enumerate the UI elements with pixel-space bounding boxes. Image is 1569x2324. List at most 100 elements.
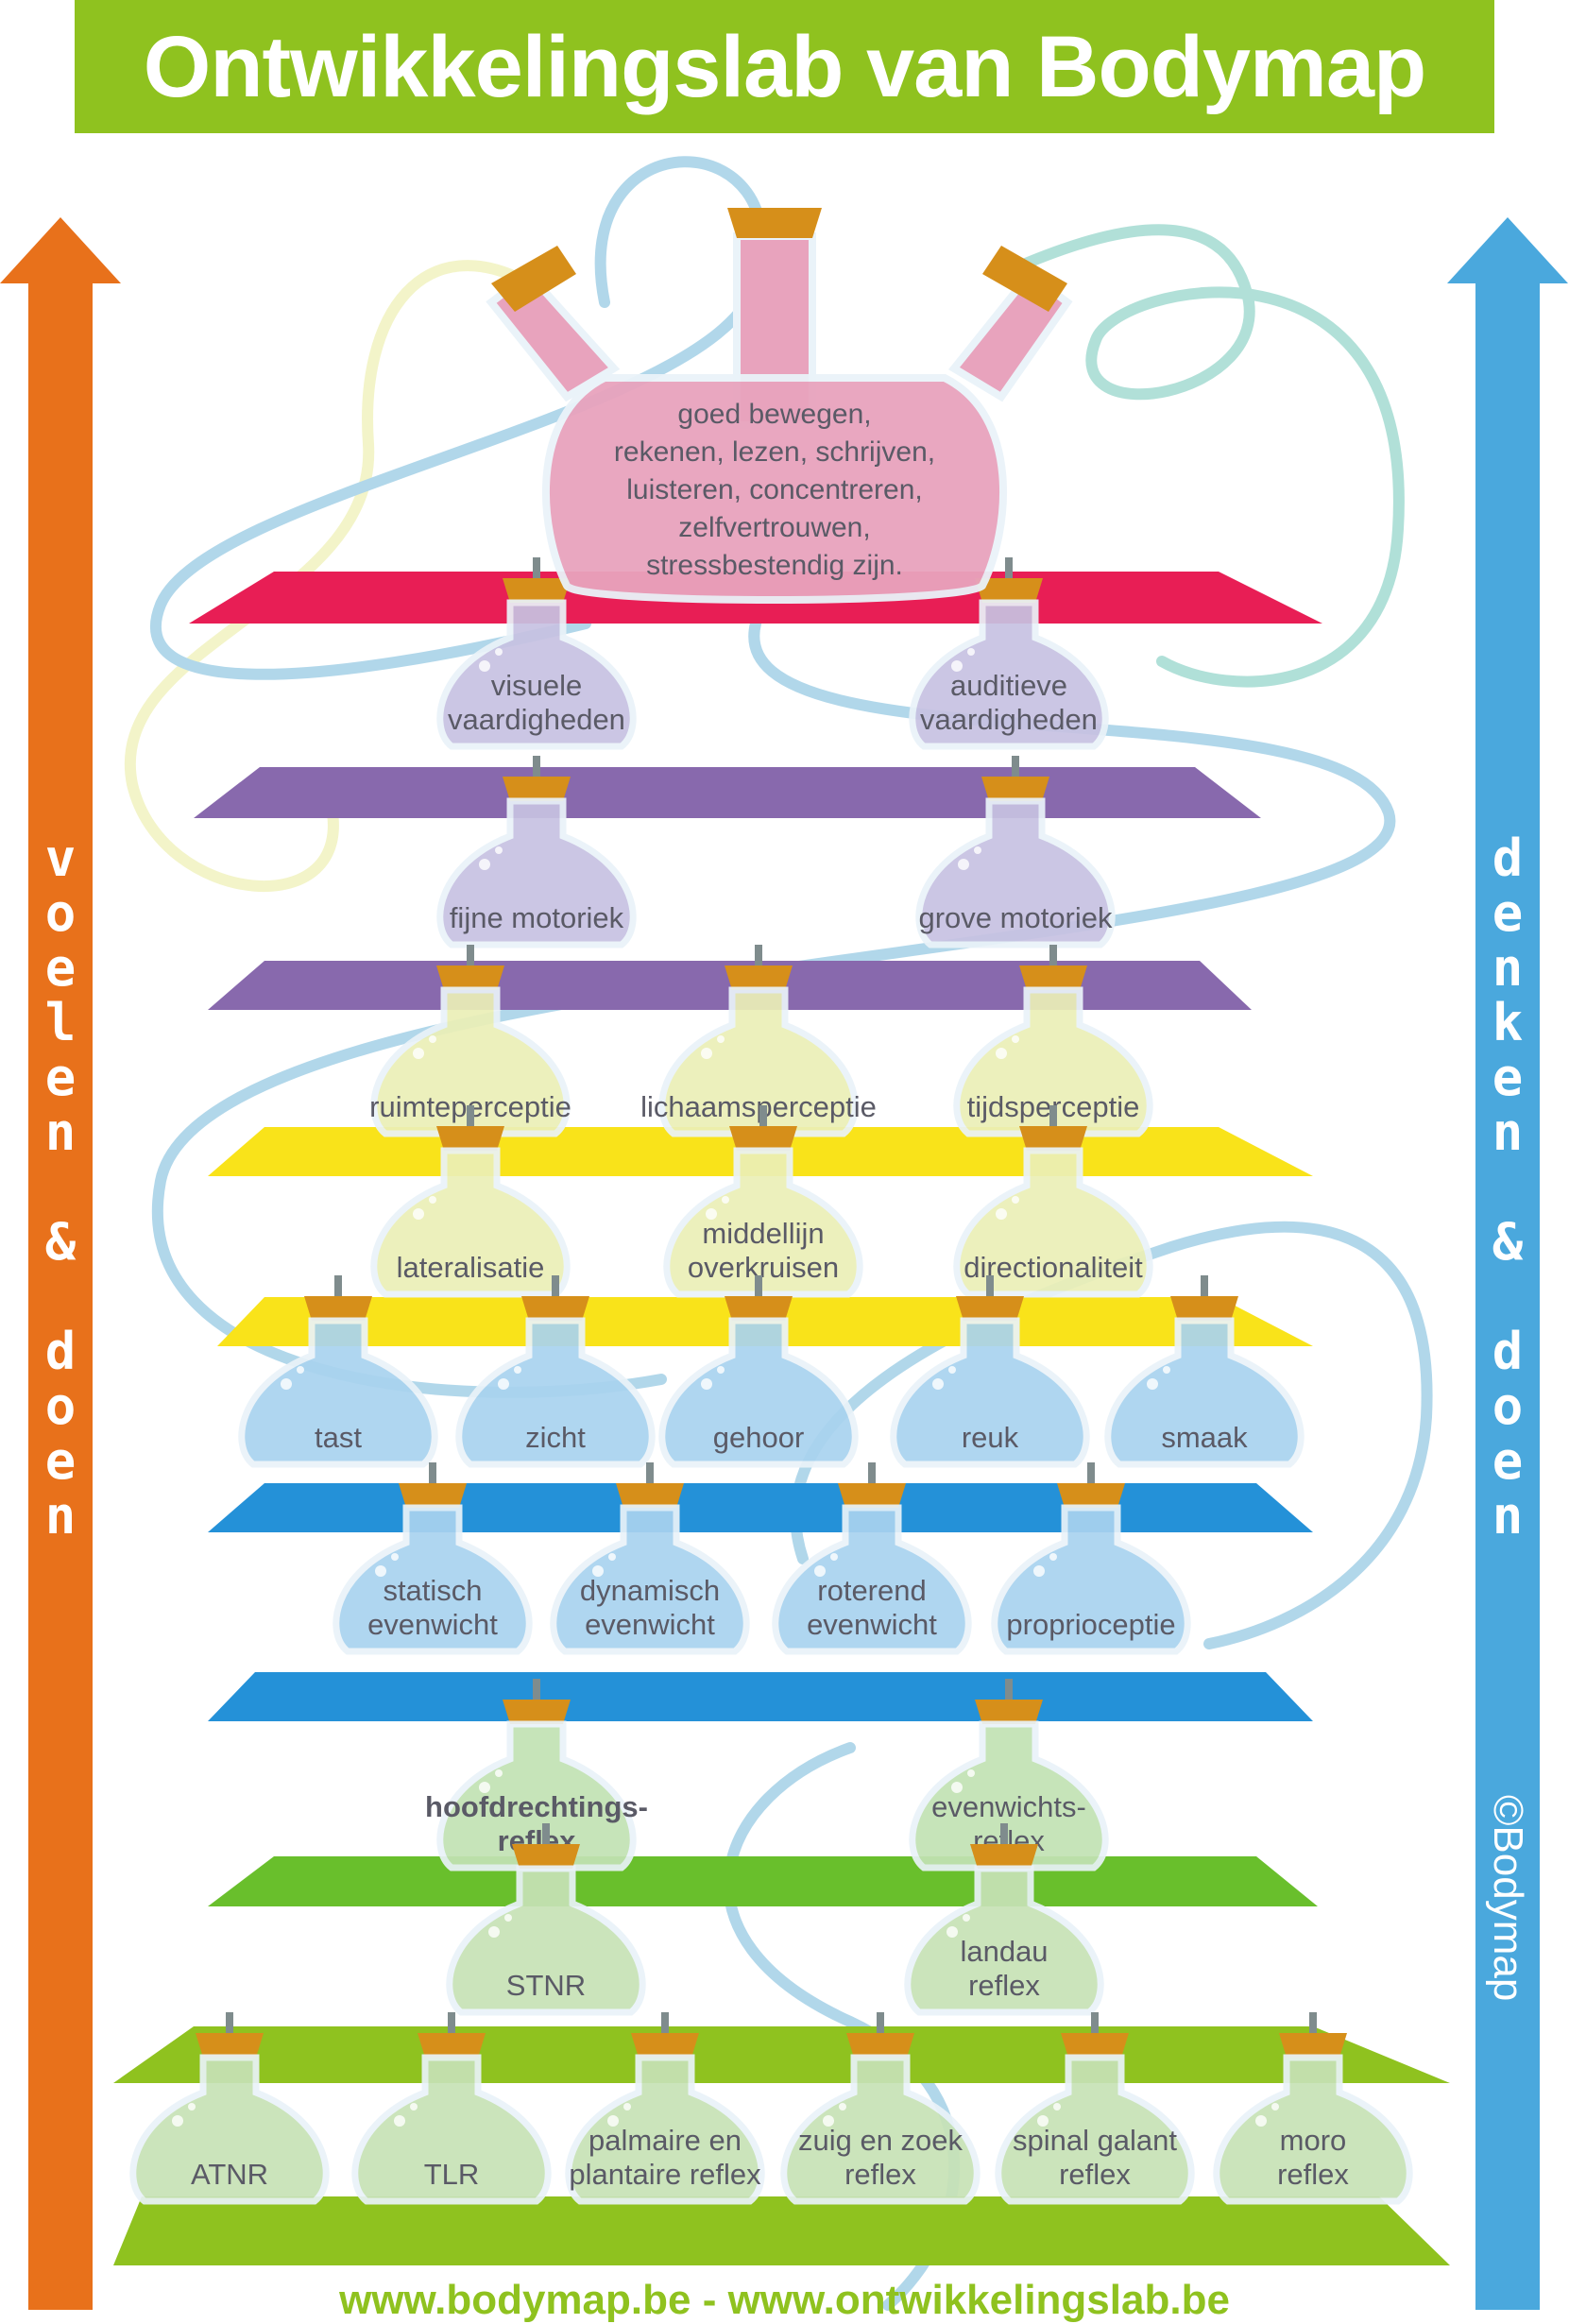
flask-glass <box>991 1504 1191 1655</box>
flask-glass <box>446 1865 646 2016</box>
cork <box>970 1844 1038 1869</box>
flask-glass <box>370 986 571 1137</box>
tube-teal <box>996 224 1405 688</box>
flask-label: smaak <box>1161 1421 1248 1454</box>
cork <box>436 965 504 990</box>
flask-glass <box>436 599 637 750</box>
flask-label: visuele <box>491 669 583 702</box>
right-arrow <box>1447 217 1568 2310</box>
flask-3-1: lichaamsperceptie <box>640 945 877 1137</box>
cork <box>846 2033 914 2058</box>
flask-3-0: ruimteperceptie <box>369 945 571 1137</box>
top-flask-label: luisteren, concentreren, <box>626 474 923 505</box>
flask-9-0: ATNR <box>129 2012 330 2205</box>
cork <box>725 965 793 990</box>
flask-label: vaardigheden <box>448 703 625 736</box>
flask-label: reflex <box>968 1969 1040 2002</box>
flask-label: auditieve <box>950 669 1067 702</box>
flask-6-3: proprioceptie <box>991 1462 1191 1655</box>
flask-label: middellijn <box>702 1217 824 1250</box>
cork <box>727 208 822 238</box>
flask-glass <box>909 599 1109 750</box>
tube-yellow <box>124 260 535 893</box>
flask-label: lichaamsperceptie <box>640 1090 877 1123</box>
copyright-text: ©Bodymap <box>1485 1795 1531 2002</box>
cork <box>436 1126 504 1151</box>
flask-glass <box>953 1147 1153 1298</box>
flask-4-0: lateralisatie <box>370 1105 571 1298</box>
flask-9-1: TLR <box>351 2012 552 2205</box>
flask-glass <box>1104 1317 1305 1468</box>
top-flask-label: goed bewegen, <box>677 399 871 430</box>
flask-label: fijne motoriek <box>450 901 624 934</box>
cork <box>1061 2033 1129 2058</box>
flask-5-1: zicht <box>455 1275 656 1468</box>
title-banner: Ontwikkelingslab van Bodymap <box>75 0 1494 133</box>
flask-label: lateralisatie <box>397 1251 545 1284</box>
flask-label: grove motoriek <box>918 901 1113 934</box>
flask-5-3: reuk <box>890 1275 1090 1468</box>
cork <box>399 1483 467 1508</box>
cork <box>503 1700 571 1724</box>
tube-blue-low <box>790 1221 1433 1649</box>
flask-glass <box>953 986 1153 1137</box>
level-plank <box>208 1856 1318 1906</box>
flask-glass <box>129 2054 330 2205</box>
flask-glass <box>904 1865 1104 2016</box>
flask-glass <box>995 2054 1195 2205</box>
flask-label: landau <box>960 1935 1048 1968</box>
flask-2-1: grove motoriek <box>915 756 1116 948</box>
cork <box>982 246 1067 312</box>
cork <box>1279 2033 1347 2058</box>
flask-2-0: fijne motoriek <box>436 756 637 948</box>
level-plank <box>208 1483 1313 1532</box>
cork <box>956 1296 1024 1321</box>
flask-label: ATNR <box>191 2158 268 2191</box>
top-flask-label: stressbestendig zijn. <box>646 550 903 581</box>
cork <box>616 1483 684 1508</box>
flask-label: dynamisch <box>580 1574 720 1607</box>
flask-label: STNR <box>506 1969 586 2002</box>
flask-glass <box>238 1317 438 1468</box>
flask-glass <box>436 797 637 948</box>
flask-glass <box>550 1504 750 1655</box>
flask-glass <box>658 1317 859 1468</box>
flask-5-4: smaak <box>1104 1275 1305 1468</box>
cork <box>631 2033 699 2058</box>
level-plank <box>113 2196 1450 2265</box>
flask-5-2: gehoor <box>658 1275 859 1468</box>
flask-label: TLR <box>424 2158 480 2191</box>
footer-links: www.bodymap.be - www.ontwikkelingslab.be <box>339 2277 1230 2323</box>
flask-glass <box>909 1720 1109 1871</box>
cork <box>1057 1483 1125 1508</box>
flask-label: reflex <box>844 2158 916 2191</box>
cork <box>196 2033 264 2058</box>
flask-label: proprioceptie <box>1006 1608 1175 1641</box>
flask-label: plantaire reflex <box>569 2158 761 2191</box>
flask-label: spinal galant <box>1013 2124 1177 2157</box>
top-flask-label: rekenen, lezen, schrijven, <box>614 436 935 468</box>
flask-label: statisch <box>383 1574 482 1607</box>
flask-glass <box>436 1720 637 1871</box>
cork <box>838 1483 906 1508</box>
cork <box>981 777 1049 801</box>
top-flask-label: zelfvertrouwen, <box>678 512 870 543</box>
cork <box>503 777 571 801</box>
flask-label: evenwicht <box>367 1608 498 1641</box>
flask-label: evenwichts- <box>931 1790 1086 1823</box>
cork <box>975 1700 1043 1724</box>
flask-glass <box>890 1317 1090 1468</box>
left-arrow <box>0 217 121 2310</box>
cork <box>1170 1296 1238 1321</box>
